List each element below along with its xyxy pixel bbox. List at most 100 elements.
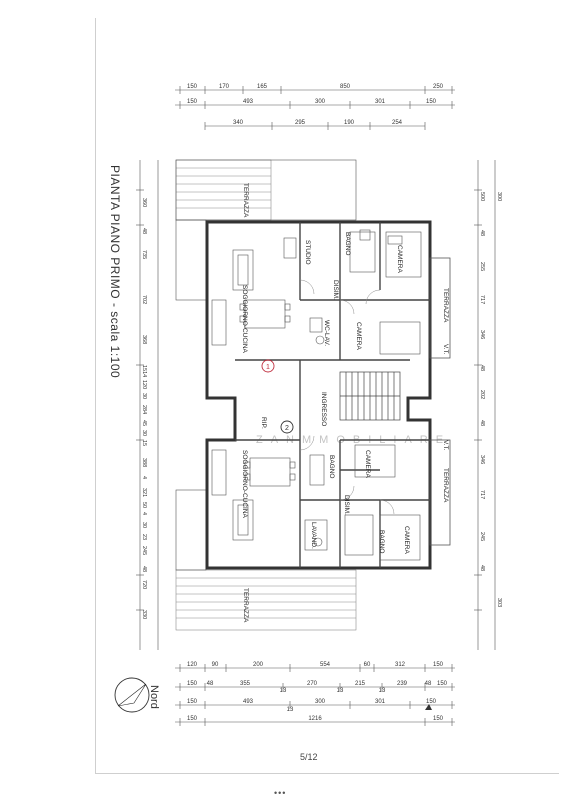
dim-left-9: 45: [141, 420, 147, 426]
dim-bottom-1c: 200: [253, 662, 264, 668]
room-terrazza-left-bottom-label: TERRAZZA: [242, 588, 249, 623]
dim-top-2a: 150: [187, 99, 198, 105]
room-disim-top-label: DISIM.: [332, 280, 339, 300]
dim-top-2e: 150: [426, 99, 437, 105]
room-wc-lav-label: WC-LAV.: [323, 320, 330, 346]
north-label: Nord: [148, 685, 160, 709]
dim-right-9: 346: [479, 455, 485, 464]
room-soggiorno-bottom-label: SOGGIORNO-CUCINA: [241, 450, 248, 519]
door-swings: [299, 279, 395, 515]
room-bagno-bottom-left-label: BAGNO: [328, 455, 335, 478]
watermark-text: ZANMMOBILIARE: [256, 434, 452, 446]
dim-top-1c: 165: [257, 84, 268, 90]
dim-top-2b: 493: [243, 99, 254, 105]
outer-walls: [205, 220, 432, 570]
dim-bottom-3f: 150: [426, 699, 437, 705]
side-dimensions: [136, 160, 496, 650]
dim-right-4: 717: [479, 295, 485, 304]
dim-left-17: 30: [141, 522, 147, 528]
dim-bottom-2d: 13: [280, 688, 287, 694]
dim-top-3c: 190: [344, 120, 355, 126]
dim-left-7: 30: [141, 393, 147, 399]
dim-right-2: 48: [479, 230, 485, 236]
bottom-dimensions: [175, 664, 455, 726]
room-soggiorno-top-label: SOGGIORNO-CUCINA: [241, 285, 248, 354]
dim-right-11: 245: [479, 532, 485, 541]
dim-bottom-3e: 301: [375, 699, 386, 705]
inner-walls: [235, 222, 430, 568]
staircase: [339, 371, 401, 421]
room-terrazza-right-top-label: TERRAZZA: [442, 288, 449, 323]
room-terrazza-right-bottom-label: TERRAZZA: [442, 468, 449, 503]
small-arrow-icon: [425, 704, 432, 710]
room-vt-top-label: V.T.: [442, 344, 449, 355]
room-studio-label: STUDIO: [304, 240, 311, 265]
dim-right-5: 346: [479, 330, 485, 339]
dim-top-3b: 295: [295, 120, 306, 126]
room-ingresso-label: INGRESSO: [320, 392, 327, 426]
north-arrow-icon: [114, 677, 150, 713]
top-dimensions: [175, 86, 455, 130]
dim-right-7: 202: [479, 390, 485, 399]
dim-left-10: 30: [141, 430, 147, 436]
dim-left-16: 4: [141, 512, 147, 515]
svg-text:1: 1: [266, 364, 270, 371]
dim-bottom-2i: 239: [397, 681, 408, 687]
sheet-frame: [95, 18, 559, 774]
dim-left-2: 735: [141, 250, 147, 259]
room-camera-bottom-label: CAMERA: [403, 526, 410, 554]
right-balconies: [429, 257, 451, 546]
footer-dots: •••: [274, 788, 287, 798]
dim-bottom-1e: 60: [364, 662, 371, 668]
dim-bottom-1d: 554: [320, 662, 331, 668]
dim-left-13: 4: [141, 476, 147, 479]
dim-bottom-2h: 13: [379, 688, 386, 694]
room-disim-bottom-label: DISIM.: [343, 495, 350, 515]
dim-bottom-4a: 150: [187, 716, 198, 722]
dim-right-12: 48: [479, 565, 485, 571]
dim-right-1: 300: [496, 192, 502, 201]
dim-left-19: 245: [141, 546, 147, 555]
room-camera-top-mid-label: CAMERA: [355, 322, 362, 350]
dim-bottom-2c: 355: [240, 681, 251, 687]
dim-right-3: 255: [479, 262, 485, 271]
terrace-left-top: [175, 159, 272, 221]
dim-top-1e: 250: [433, 84, 444, 90]
dim-top-1b: 170: [219, 84, 230, 90]
dim-bottom-3b: 493: [243, 699, 254, 705]
dim-bottom-4b: 1216: [308, 716, 322, 722]
dim-left-11: 15: [141, 440, 147, 446]
dim-left-3: 702: [141, 295, 147, 304]
terrace-left-bottom: [175, 569, 357, 631]
dim-left-8: 284: [141, 405, 147, 414]
room-camera-top-right-label: CAMERA: [396, 245, 403, 273]
furniture-bottom: [211, 444, 421, 561]
svg-text:2: 2: [285, 425, 289, 432]
dim-bottom-2j: 48: [425, 681, 432, 687]
dim-right-0: 500: [479, 192, 485, 201]
dim-top-1a: 150: [187, 84, 198, 90]
dim-bottom-4c: 150: [433, 716, 444, 722]
dim-bottom-1f: 312: [395, 662, 406, 668]
page-number: 5/12: [300, 752, 318, 762]
dim-right-8: 48: [479, 420, 485, 426]
room-bagno-bottom-label: BAGNO: [378, 530, 385, 553]
furniture-top: [211, 229, 422, 355]
dim-bottom-2g: 215: [355, 681, 366, 687]
dim-bottom-2b: 48: [207, 681, 214, 687]
room-bagno-top-label: BAGNO: [344, 232, 351, 255]
dim-bottom-3d: 300: [315, 699, 326, 705]
dim-left-14: 321: [141, 488, 147, 497]
dim-top-2d: 301: [375, 99, 386, 105]
dim-left-5: 1514: [141, 365, 147, 377]
room-camera-bottom-mid-label: CAMERA: [364, 450, 371, 478]
dim-top-1d: 850: [340, 84, 351, 90]
dim-bottom-2a: 150: [187, 681, 198, 687]
marker-2: 2: [280, 420, 294, 434]
dim-left-0: 360: [141, 198, 147, 207]
dim-right-6: 48: [479, 365, 485, 371]
dim-left-4: 368: [141, 335, 147, 344]
dim-bottom-2f: 13: [337, 688, 344, 694]
dim-bottom-1g: 150: [433, 662, 444, 668]
